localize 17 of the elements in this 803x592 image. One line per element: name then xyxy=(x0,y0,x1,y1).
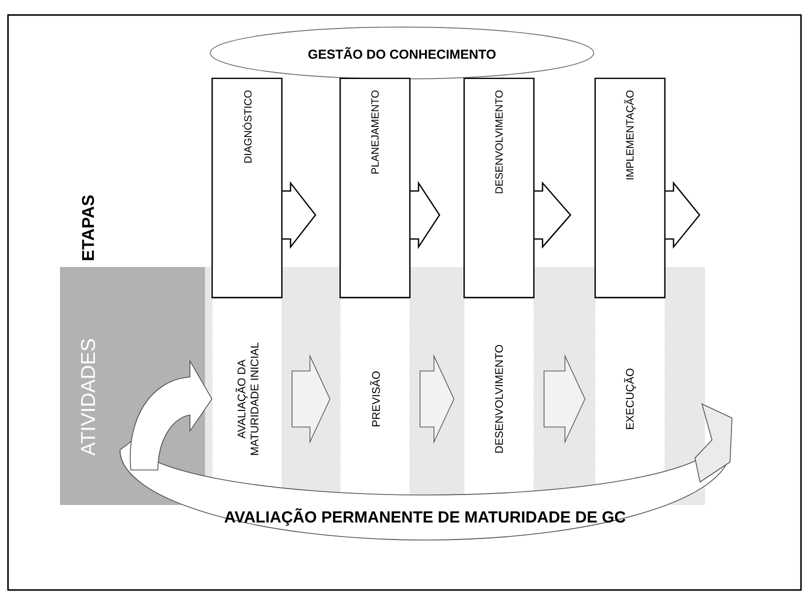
row-label: ATIVIDADES xyxy=(80,339,96,456)
activity-column: DESENVOLVIMENTO xyxy=(464,298,534,500)
stage-box: IMPLEMENTAÇÃO xyxy=(594,78,666,298)
stage-box: PLANEJAMENTO xyxy=(339,78,411,298)
block-arrow xyxy=(282,181,316,249)
stage-box: DESENVOLVIMENTO xyxy=(463,78,535,298)
curved-arrow xyxy=(130,360,212,470)
block-arrow xyxy=(544,354,586,444)
block-arrow xyxy=(420,354,454,444)
block-arrow xyxy=(410,180,440,250)
activity-column: AVALIAÇÃO DA MATURIDADE INICIAL xyxy=(212,298,282,500)
block-arrow xyxy=(292,354,330,444)
block-arrow xyxy=(664,181,700,249)
activity-column: PREVISÃO xyxy=(340,298,410,500)
block-arrow xyxy=(534,181,572,249)
stage-box: DIAGNÓSTICO xyxy=(211,78,283,298)
row-label: ETAPAS xyxy=(82,195,94,260)
